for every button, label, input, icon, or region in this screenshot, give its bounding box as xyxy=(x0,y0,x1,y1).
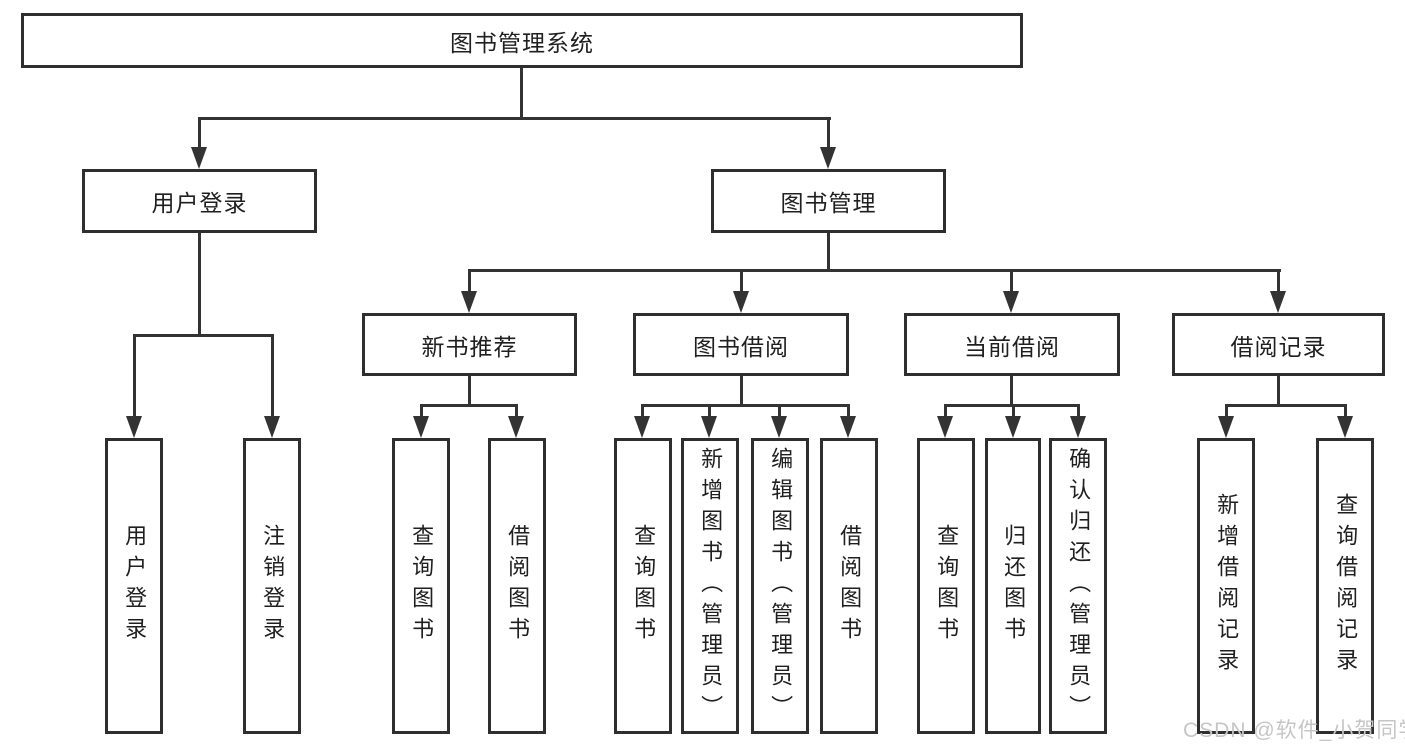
connector-line xyxy=(1225,404,1228,418)
leaf-current-query-books: 查询图书 xyxy=(917,438,975,734)
node-label: 图书管理系统 xyxy=(450,29,594,56)
leaf-label: 借阅图书 xyxy=(837,524,863,648)
leaf-label: 新增图书（管理员） xyxy=(698,446,724,726)
node-library-system: 图书管理系统 xyxy=(21,13,1023,68)
node-new-book-recommendation: 新书推荐 xyxy=(362,313,577,376)
connector-line xyxy=(740,269,743,295)
arrow-down-icon xyxy=(508,416,524,438)
leaf-label: 注销登录 xyxy=(260,524,286,648)
connector-line xyxy=(847,404,850,418)
leaf-query-borrow-record: 查询借阅记录 xyxy=(1316,438,1374,734)
connector-line xyxy=(420,404,423,418)
connector-line xyxy=(468,376,471,406)
connector-line xyxy=(827,117,830,150)
node-label: 图书借阅 xyxy=(693,333,789,360)
leaf-logout: 注销登录 xyxy=(243,438,301,734)
node-borrowing-records: 借阅记录 xyxy=(1172,313,1385,376)
node-user-login: 用户登录 xyxy=(82,169,317,233)
arrow-down-icon xyxy=(1003,291,1019,313)
leaf-label: 查询图书 xyxy=(409,524,435,648)
connector-line xyxy=(198,117,201,150)
leaf-recommend-borrow-books: 借阅图书 xyxy=(488,438,546,734)
arrow-down-icon xyxy=(937,416,953,438)
node-label: 借阅记录 xyxy=(1230,333,1327,360)
arrow-down-icon xyxy=(126,416,142,438)
node-label: 当前借阅 xyxy=(964,333,1060,360)
leaf-label: 编辑图书（管理员） xyxy=(768,446,794,726)
leaf-label: 借阅图书 xyxy=(505,524,531,648)
connector-line xyxy=(740,376,743,406)
arrow-down-icon xyxy=(820,147,836,169)
leaf-return-books: 归还图书 xyxy=(985,438,1041,734)
connector-line xyxy=(1277,376,1280,406)
connector-line xyxy=(1010,376,1013,406)
connector-line xyxy=(778,404,781,418)
leaf-label: 查询图书 xyxy=(631,524,657,648)
arrow-down-icon xyxy=(840,416,856,438)
connector-line xyxy=(641,404,644,418)
connector-line xyxy=(827,233,830,271)
arrow-down-icon xyxy=(1070,416,1086,438)
leaf-label: 归还图书 xyxy=(1001,524,1027,648)
arrow-down-icon xyxy=(634,416,650,438)
node-book-borrowing: 图书借阅 xyxy=(633,313,849,376)
arrow-down-icon xyxy=(1218,416,1234,438)
connector-line xyxy=(468,269,471,295)
node-book-management: 图书管理 xyxy=(711,169,946,233)
leaf-add-borrow-record: 新增借阅记录 xyxy=(1197,438,1255,734)
leaf-borrow-books: 借阅图书 xyxy=(820,438,878,734)
leaf-label: 确认归还（管理员） xyxy=(1066,446,1092,726)
connector-line xyxy=(1010,269,1013,295)
arrow-down-icon xyxy=(701,416,717,438)
connector-line xyxy=(133,334,274,337)
connector-line xyxy=(133,334,136,420)
arrow-down-icon xyxy=(191,147,207,169)
leaf-label: 新增借阅记录 xyxy=(1214,493,1240,679)
node-current-borrowing: 当前借阅 xyxy=(904,313,1120,376)
leaf-edit-books-admin: 编辑图书（管理员） xyxy=(751,438,809,734)
connector-line xyxy=(515,404,518,418)
leaf-confirm-return-admin: 确认归还（管理员） xyxy=(1049,438,1107,734)
connector-line xyxy=(944,404,947,418)
node-label: 新书推荐 xyxy=(421,333,518,360)
watermark: CSDN @软件_小贺同学 xyxy=(1183,719,1405,742)
leaf-label: 查询图书 xyxy=(934,524,960,648)
arrow-down-icon xyxy=(264,416,280,438)
connector-line xyxy=(1012,404,1015,418)
leaf-user-login: 用户登录 xyxy=(105,438,163,734)
connector-line xyxy=(198,233,201,336)
connector-line xyxy=(1344,404,1347,418)
leaf-recommend-query-books: 查询图书 xyxy=(392,438,450,734)
leaf-borrow-query-books: 查询图书 xyxy=(614,438,672,734)
arrow-down-icon xyxy=(733,291,749,313)
connector-line xyxy=(520,68,523,119)
connector-line xyxy=(271,334,274,420)
connector-line xyxy=(420,404,518,407)
connector-line xyxy=(1277,269,1280,295)
leaf-label: 用户登录 xyxy=(122,524,148,648)
connector-line xyxy=(1077,404,1080,418)
arrow-down-icon xyxy=(461,291,477,313)
node-label: 用户登录 xyxy=(151,190,248,216)
arrow-down-icon xyxy=(771,416,787,438)
connector-line xyxy=(468,269,1281,272)
leaf-label: 查询借阅记录 xyxy=(1333,493,1359,679)
arrow-down-icon xyxy=(413,416,429,438)
connector-line xyxy=(198,117,831,120)
connector-line xyxy=(1225,404,1346,407)
arrow-down-icon xyxy=(1270,291,1286,313)
leaf-add-books-admin: 新增图书（管理员） xyxy=(681,438,739,734)
connector-line xyxy=(708,404,711,418)
arrow-down-icon xyxy=(1337,416,1353,438)
node-label: 图书管理 xyxy=(780,190,877,216)
connector-line xyxy=(641,404,850,407)
arrow-down-icon xyxy=(1005,416,1021,438)
